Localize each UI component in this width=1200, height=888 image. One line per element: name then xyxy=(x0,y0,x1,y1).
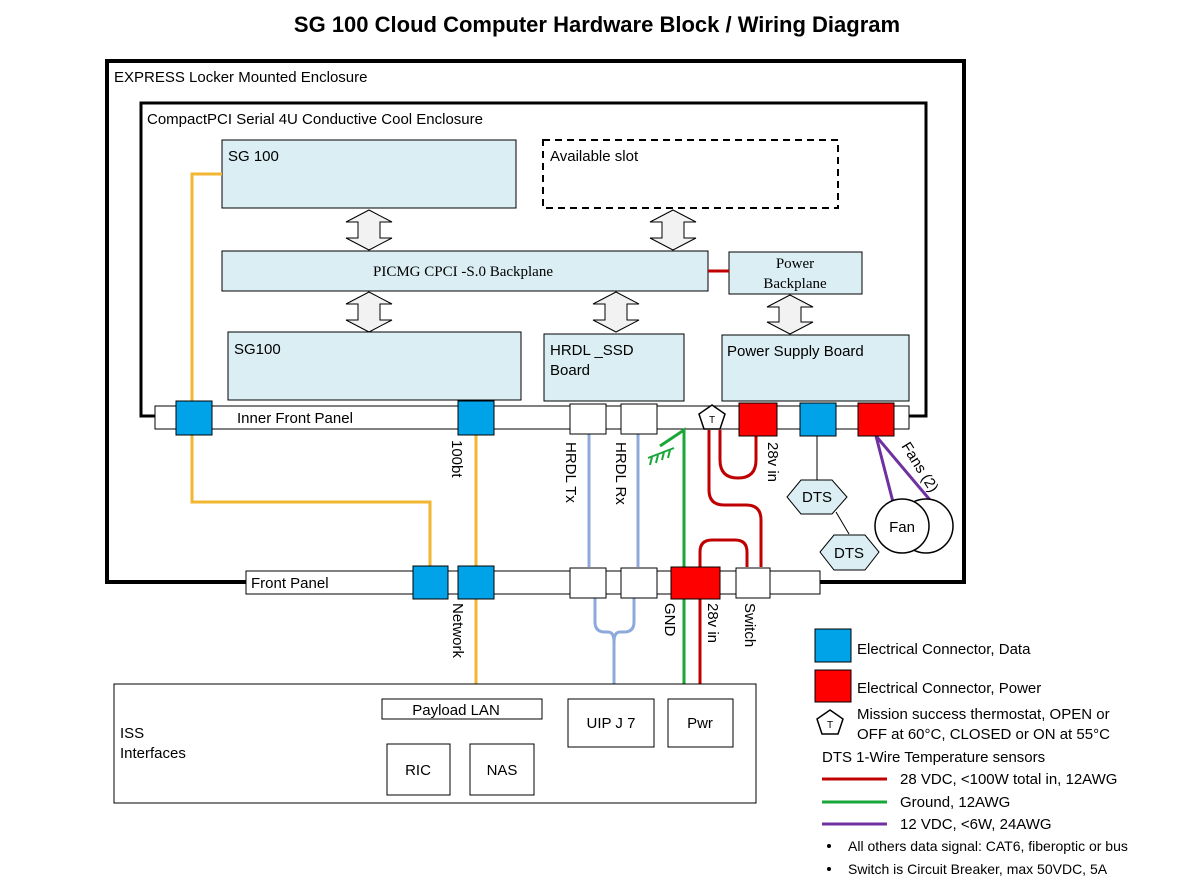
arrow-powerbackplane-supply xyxy=(766,294,814,335)
svg-text:DTS: DTS xyxy=(802,489,832,506)
dts-sensor-2: DTS xyxy=(819,534,880,571)
svg-text:T: T xyxy=(709,415,715,426)
outer-enclosure-label: EXPRESS Locker Mounted Enclosure xyxy=(114,69,367,86)
front-panel-label: Front Panel xyxy=(251,575,329,592)
nas-box xyxy=(469,743,535,796)
fan-icon: Fan xyxy=(874,498,954,554)
sg100-top-label: SG 100 xyxy=(228,148,279,165)
inner-data-connector-2 xyxy=(457,400,495,436)
payload-lan-box xyxy=(381,698,543,720)
sg100-top-block xyxy=(221,139,517,209)
wire-28v-inner xyxy=(718,430,758,480)
sg100-bottom-label: SG100 xyxy=(234,341,281,358)
legend-28v: 28 VDC, <100W total in, 12AWG xyxy=(900,771,1117,788)
inner-power-connector-1 xyxy=(738,402,778,437)
diagram-title: SG 100 Cloud Computer Hardware Block / W… xyxy=(294,12,900,37)
inner-hrdl-rx-connector xyxy=(620,403,658,435)
inner-data-connector-1 xyxy=(175,400,213,436)
legend-ground: Ground, 12AWG xyxy=(900,794,1010,811)
nas-label: NAS xyxy=(487,762,518,779)
pwr-label: Pwr xyxy=(687,715,713,732)
front-network-connector-2 xyxy=(457,565,495,600)
available-slot-label: Available slot xyxy=(550,148,639,165)
ric-label: RIC xyxy=(405,762,431,779)
wire-sg100-network xyxy=(190,434,432,567)
sg100-bottom-block xyxy=(227,331,522,401)
ground-symbol-icon xyxy=(647,447,675,466)
uip-j7-box xyxy=(567,698,655,748)
power-backplane-label-2: Backplane xyxy=(763,276,827,292)
available-slot-block xyxy=(542,139,839,209)
fan-label: Fan xyxy=(889,519,915,536)
legend-data-connector: Electrical Connector, Data xyxy=(857,641,1031,658)
hrdl-ssd-block xyxy=(543,333,685,402)
hrdl-ssd-label-1: HRDL _SSD xyxy=(550,342,634,359)
arrow-backplane-sg100 xyxy=(345,291,393,333)
wire-28v-loop xyxy=(698,538,749,567)
wire-ground xyxy=(659,427,686,567)
power-supply-label: Power Supply Board xyxy=(727,343,864,360)
legend-data-connector-swatch xyxy=(814,628,852,663)
backplane-block xyxy=(221,250,709,292)
power-backplane-label-1: Power xyxy=(776,256,814,272)
uip-j7-label: UIP J 7 xyxy=(587,715,636,732)
inner-hrdl-tx-connector xyxy=(569,403,607,435)
label-100bt: 100bt xyxy=(448,440,465,478)
backplane-label: PICMG CPCI -S.0 Backplane xyxy=(373,264,553,280)
label-hrdl-rx: HRDL Rx xyxy=(612,442,629,505)
inner-dts-connector xyxy=(799,402,837,437)
front-switch-connector xyxy=(735,567,771,599)
legend-thermostat-2: OFF at 60°C, CLOSED or ON at 55°C xyxy=(857,726,1110,743)
iss-label-1: ISS xyxy=(120,725,144,742)
hrdl-ssd-label-2: Board xyxy=(550,362,590,379)
svg-text:DTS: DTS xyxy=(834,545,864,562)
label-switch: Switch xyxy=(741,603,758,647)
inner-power-connector-2 xyxy=(857,402,895,437)
legend-note-1: All others data signal: CAT6, fiberoptic… xyxy=(848,838,1128,854)
legend-dts: DTS 1-Wire Temperature sensors xyxy=(822,749,1045,766)
wire-dts-2 xyxy=(835,511,850,535)
wire-sg100-top xyxy=(190,172,222,402)
front-network-connector-1 xyxy=(412,565,449,600)
svg-text:T: T xyxy=(827,720,833,731)
front-hrdl-rx-connector xyxy=(620,567,658,599)
legend-12v: 12 VDC, <6W, 24AWG xyxy=(900,816,1052,833)
arrow-slot-backplane xyxy=(649,209,697,251)
dts-sensor-1: DTS xyxy=(786,479,848,515)
thermostat-icon: T xyxy=(698,404,726,430)
front-power-connector xyxy=(670,566,721,600)
wire-hrdl-rx-front xyxy=(612,598,636,643)
pwr-box xyxy=(667,698,734,748)
iss-label-2: Interfaces xyxy=(120,745,186,762)
label-28v-in-inner: 28v in xyxy=(764,442,781,482)
payload-lan-label: Payload LAN xyxy=(412,702,500,719)
front-hrdl-tx-connector xyxy=(569,567,607,599)
legend-thermostat-1: Mission success thermostat, OPEN or xyxy=(857,706,1110,723)
label-28v-in-front: 28v in xyxy=(704,603,721,643)
wire-fan-1 xyxy=(874,435,895,503)
arrow-sg100-backplane xyxy=(345,209,393,251)
legend-power-connector-swatch xyxy=(814,669,852,703)
legend-bullet-2 xyxy=(827,867,831,871)
power-backplane-block xyxy=(728,251,863,295)
wire-28v-switch xyxy=(707,430,763,567)
wire-fan-2 xyxy=(874,435,932,501)
power-supply-block xyxy=(721,334,910,402)
label-hrdl-tx: HRDL Tx xyxy=(562,442,579,503)
legend-bullet-1 xyxy=(827,844,831,848)
legend-power-connector: Electrical Connector, Power xyxy=(857,680,1041,697)
legend-thermostat-icon: T xyxy=(816,709,844,735)
label-gnd: GND xyxy=(661,603,678,637)
label-network: Network xyxy=(449,603,466,659)
front-panel xyxy=(245,570,821,595)
arrow-backplane-hrdl xyxy=(592,291,640,333)
inner-front-panel-label: Inner Front Panel xyxy=(237,410,353,427)
inner-enclosure-label: CompactPCI Serial 4U Conductive Cool Enc… xyxy=(147,111,483,128)
ric-box xyxy=(386,743,451,796)
legend-note-2: Switch is Circuit Breaker, max 50VDC, 5A xyxy=(848,861,1108,877)
